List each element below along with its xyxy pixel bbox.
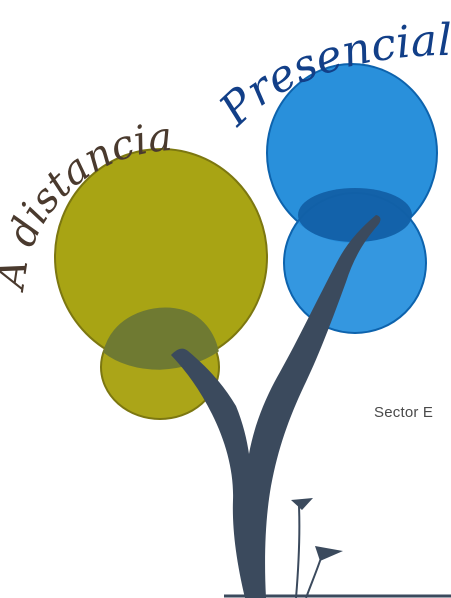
flower-left-head [291,498,313,510]
flower-left [291,498,313,598]
flower-right [306,546,343,598]
blue-canopy [267,64,437,333]
sector-label: Sector E [374,404,433,421]
blue-overlap [298,188,412,242]
flower-left-stem [296,506,299,598]
flower-right-head [315,546,343,561]
